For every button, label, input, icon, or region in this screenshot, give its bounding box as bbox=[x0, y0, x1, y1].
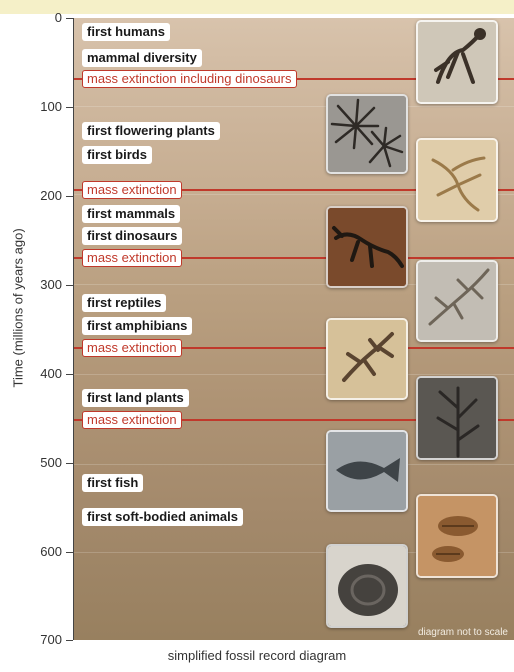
extinction-label: mass extinction bbox=[82, 411, 182, 429]
y-tick-label: 700 bbox=[20, 633, 62, 647]
event-label-first-humans: first humans bbox=[82, 23, 170, 41]
ammonite-fossil-image bbox=[326, 544, 408, 628]
y-tick bbox=[66, 640, 73, 641]
y-tick bbox=[66, 196, 73, 197]
fossil-record-panel: first humans mammal diversity mass extin… bbox=[74, 18, 514, 640]
y-tick-label: 500 bbox=[20, 456, 62, 470]
y-tick-label: 600 bbox=[20, 545, 62, 559]
y-tick-label: 200 bbox=[20, 189, 62, 203]
y-tick-label: 400 bbox=[20, 367, 62, 381]
event-label-first-flowering-plants: first flowering plants bbox=[82, 122, 220, 140]
event-label-first-birds: first birds bbox=[82, 146, 152, 164]
diagram-caption: simplified fossil record diagram bbox=[0, 648, 514, 663]
y-tick bbox=[66, 552, 73, 553]
top-band bbox=[0, 0, 514, 14]
event-label-first-soft-bodied-animals: first soft-bodied animals bbox=[82, 508, 243, 526]
amphibian-fossil-image bbox=[326, 318, 408, 400]
extinction-label: mass extinction including dinosaurs bbox=[82, 70, 297, 88]
not-to-scale-note: diagram not to scale bbox=[418, 627, 508, 638]
y-tick bbox=[66, 107, 73, 108]
dinosaur-skeleton-fossil-image bbox=[326, 206, 408, 288]
strata-band bbox=[74, 106, 514, 107]
strata-band bbox=[74, 464, 514, 465]
event-label-mammal-diversity: mammal diversity bbox=[82, 49, 202, 67]
event-label-first-mammals: first mammals bbox=[82, 205, 180, 223]
event-label-first-land-plants: first land plants bbox=[82, 389, 189, 407]
fish-fossil-image bbox=[326, 430, 408, 512]
y-tick bbox=[66, 374, 73, 375]
plant-fossil-image bbox=[416, 376, 498, 460]
y-tick bbox=[66, 463, 73, 464]
trilobite-fossil-image bbox=[416, 494, 498, 578]
y-tick bbox=[66, 285, 73, 286]
y-tick-label: 300 bbox=[20, 278, 62, 292]
extinction-label: mass extinction bbox=[82, 249, 182, 267]
event-label-first-dinosaurs: first dinosaurs bbox=[82, 227, 182, 245]
strata-band bbox=[74, 374, 514, 375]
extinction-label: mass extinction bbox=[82, 339, 182, 357]
y-tick bbox=[66, 18, 73, 19]
fern-leaf-fossil-image bbox=[326, 94, 408, 174]
event-label-first-amphibians: first amphibians bbox=[82, 317, 192, 335]
y-tick-label: 0 bbox=[20, 11, 62, 25]
primate-skeleton-fossil-image bbox=[416, 20, 498, 104]
y-tick-label: 100 bbox=[20, 100, 62, 114]
extinction-label: mass extinction bbox=[82, 181, 182, 199]
event-label-first-fish: first fish bbox=[82, 474, 143, 492]
archaeopteryx-fossil-image bbox=[416, 138, 498, 222]
reptile-fossil-image bbox=[416, 260, 498, 342]
event-label-first-reptiles: first reptiles bbox=[82, 294, 166, 312]
